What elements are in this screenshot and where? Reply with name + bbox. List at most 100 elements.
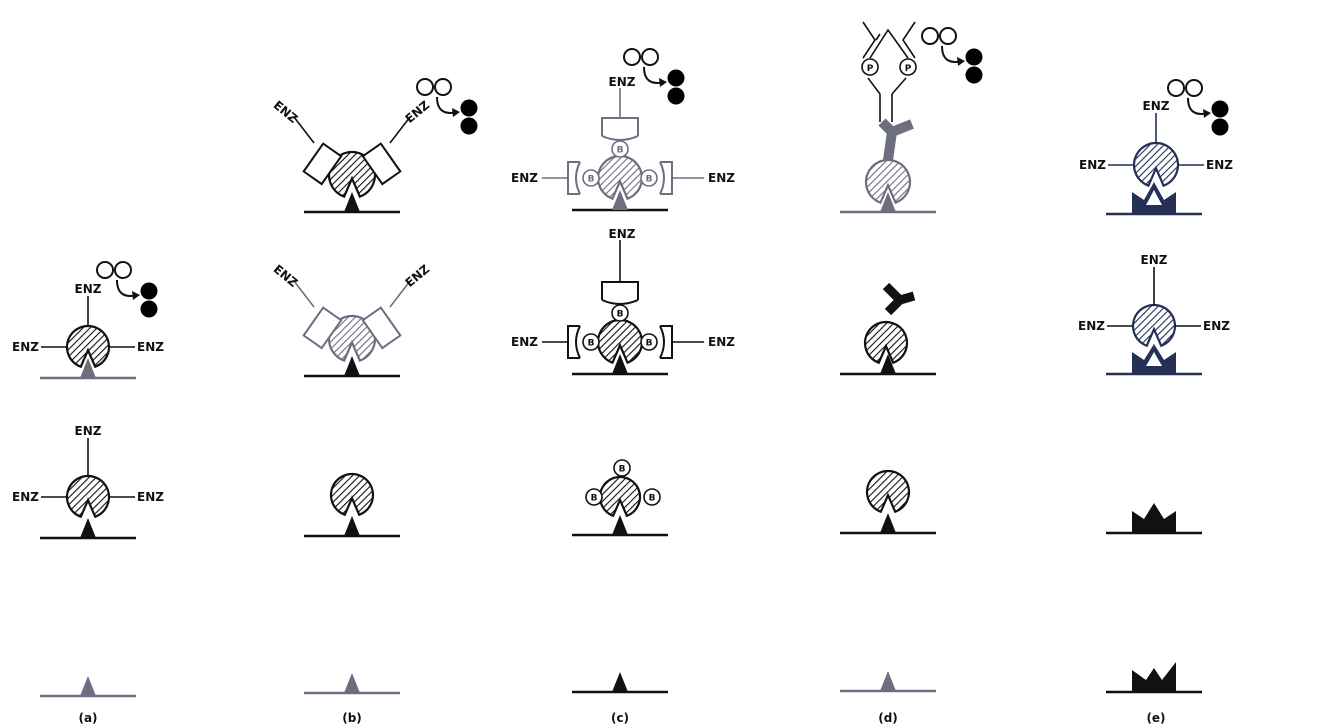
biotin-label: B bbox=[617, 310, 624, 320]
capture-antibody bbox=[612, 515, 628, 535]
detection-antibody-right bbox=[361, 306, 402, 350]
enzyme-label: ENZ bbox=[1141, 253, 1168, 267]
enzyme-label: ENZ bbox=[75, 282, 102, 296]
enzyme-tether bbox=[293, 280, 315, 308]
substrate-molecule bbox=[1167, 79, 1185, 97]
antigen bbox=[1131, 303, 1177, 348]
streptavidin-left-cup bbox=[575, 161, 581, 195]
product-molecule bbox=[140, 300, 158, 318]
enzyme-label: ENZ bbox=[511, 171, 538, 185]
phosphate-label: P bbox=[867, 64, 874, 74]
streptavidin-right-cup bbox=[659, 325, 665, 359]
enzyme-label: ENZ bbox=[75, 424, 102, 438]
capture-antibody-crown bbox=[1132, 662, 1176, 692]
biotin-bead bbox=[640, 333, 658, 351]
phosphate-bead bbox=[899, 58, 917, 76]
capture-antibody bbox=[80, 676, 96, 696]
antigen bbox=[329, 472, 375, 517]
product-molecule bbox=[460, 99, 478, 117]
capture-antibody bbox=[880, 192, 896, 212]
secondary-antibody bbox=[882, 282, 916, 316]
detection-antibody-right bbox=[361, 142, 402, 186]
enzyme-label: ENZ bbox=[708, 171, 735, 185]
enzyme-upper-arms bbox=[862, 21, 916, 59]
enzyme-label: ENZ bbox=[137, 340, 164, 354]
biotin-bead bbox=[585, 488, 603, 506]
biotin-label: B bbox=[619, 465, 626, 475]
antigen bbox=[65, 324, 111, 369]
substrate-product-reaction bbox=[1167, 79, 1229, 136]
biotin-label: B bbox=[646, 175, 653, 185]
product-molecule bbox=[1211, 100, 1229, 118]
capture-antibody bbox=[880, 513, 896, 533]
biotin-label: B bbox=[588, 175, 595, 185]
substrate-molecule bbox=[96, 261, 114, 279]
substrate-molecule bbox=[641, 48, 659, 66]
phosphate-label: P bbox=[905, 64, 912, 74]
detection-antibody-left bbox=[302, 142, 343, 186]
enzyme-label: ENZ bbox=[12, 340, 39, 354]
enzyme-antibody-stem bbox=[879, 94, 893, 122]
caption-a: (a) bbox=[78, 711, 97, 725]
enzyme-label: ENZ bbox=[271, 262, 301, 290]
substrate-product-reaction bbox=[623, 48, 685, 105]
capture-antibody bbox=[80, 358, 96, 378]
capture-antibody-crown bbox=[1132, 503, 1176, 533]
substrate-molecule bbox=[416, 78, 434, 96]
substrate-product-reaction bbox=[96, 261, 158, 318]
capture-antibody bbox=[344, 356, 360, 376]
substrate-molecule bbox=[1185, 79, 1203, 97]
substrate-molecule bbox=[921, 27, 939, 45]
biotin-bead bbox=[640, 169, 658, 187]
streptavidin-right-cup bbox=[659, 161, 665, 195]
biotin-label: B bbox=[591, 494, 598, 504]
crown-notch bbox=[1146, 352, 1162, 366]
capture-antibody bbox=[344, 673, 360, 693]
product-molecule bbox=[140, 282, 158, 300]
biotin-bead bbox=[643, 488, 661, 506]
substrate-molecule bbox=[623, 48, 641, 66]
reaction-arrowhead bbox=[132, 291, 140, 300]
antigen bbox=[865, 469, 911, 514]
capture-antibody bbox=[80, 518, 96, 538]
antigen bbox=[864, 158, 912, 205]
enzyme-label: ENZ bbox=[137, 490, 164, 504]
biotin-bead bbox=[582, 333, 600, 351]
antigen bbox=[1132, 141, 1180, 188]
capture-antibody bbox=[344, 516, 360, 536]
secondary-antibody bbox=[878, 118, 914, 161]
antigen bbox=[327, 314, 377, 363]
enzyme-label: ENZ bbox=[271, 98, 301, 126]
enzyme-antibody-arm bbox=[867, 77, 881, 95]
substrate-molecule bbox=[939, 27, 957, 45]
substrate-product-reaction bbox=[416, 78, 478, 135]
reaction-arrowhead bbox=[957, 57, 965, 66]
enzyme-antibody-arm bbox=[891, 77, 907, 95]
biotin-bead bbox=[613, 459, 631, 477]
capture-antibody bbox=[612, 672, 628, 692]
enzyme-label: ENZ bbox=[708, 335, 735, 349]
biotin-bead bbox=[582, 169, 600, 187]
product-molecule bbox=[1211, 118, 1229, 136]
reaction-arrowhead bbox=[1203, 109, 1211, 118]
streptavidin-top bbox=[601, 117, 639, 136]
crown-notch bbox=[1146, 190, 1162, 205]
enzyme-label: ENZ bbox=[609, 227, 636, 241]
detection-antibody-left bbox=[302, 306, 343, 350]
caption-d: (d) bbox=[878, 711, 898, 725]
capture-antibody bbox=[344, 192, 360, 212]
enzyme-tether bbox=[293, 116, 315, 144]
product-molecule bbox=[965, 48, 983, 66]
enzyme-tether bbox=[389, 116, 411, 144]
biotin-label: B bbox=[649, 494, 656, 504]
enzyme-label: ENZ bbox=[1203, 319, 1230, 333]
enzyme-label: ENZ bbox=[511, 335, 538, 349]
